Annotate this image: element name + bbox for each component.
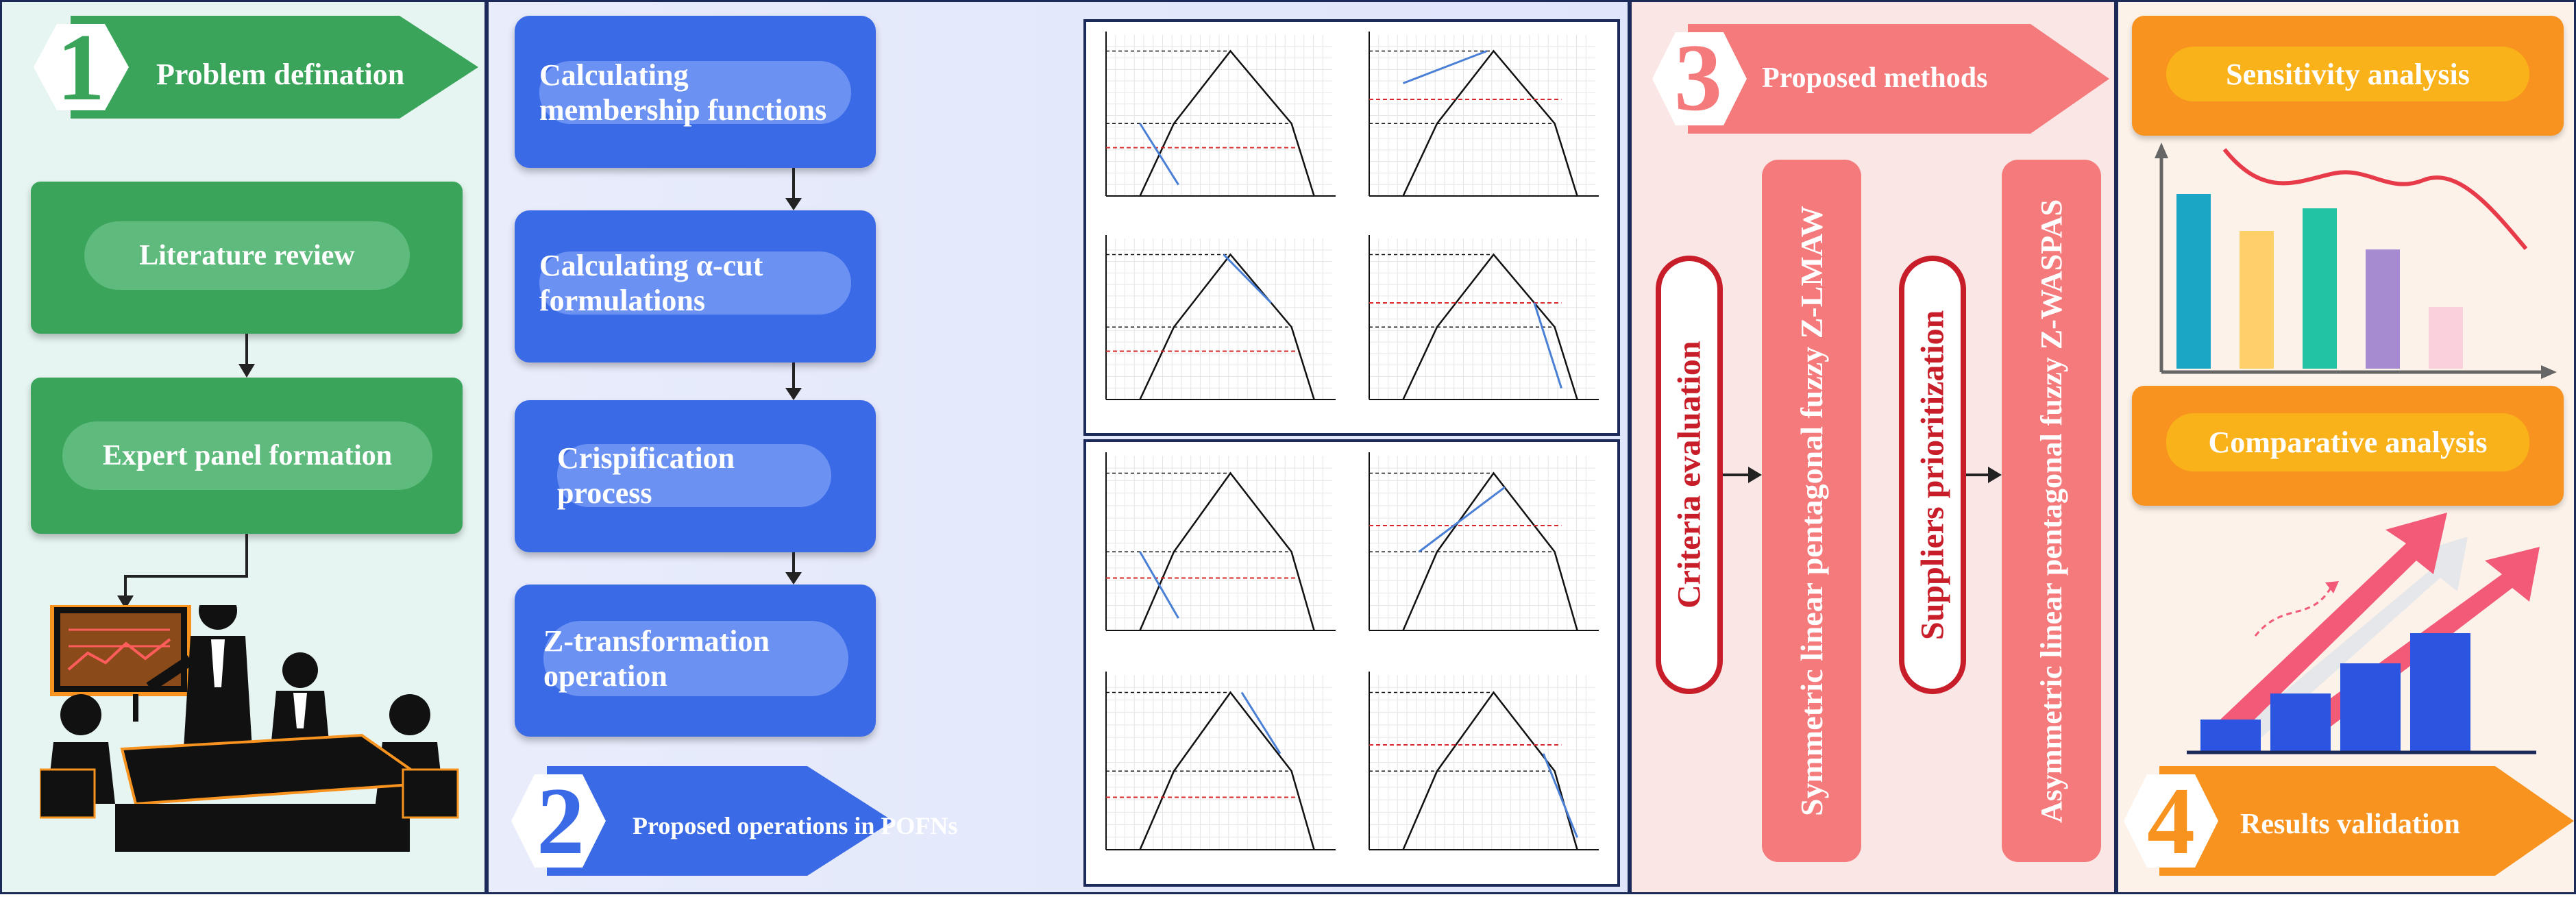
meeting-illustration <box>40 605 459 852</box>
sensitivity-bar <box>2429 307 2463 369</box>
stage-2-connectors <box>785 168 802 585</box>
expert-panel-label: Expert panel formation <box>62 421 432 490</box>
stage-2-title: Proposed operations in POFNs <box>633 812 958 839</box>
stage-3-connectors <box>1723 467 2002 483</box>
membership-plot <box>1369 672 1599 850</box>
growth-illustration <box>2187 513 2540 754</box>
membership-plot <box>1105 32 1336 197</box>
sensitivity-bar <box>2303 208 2337 369</box>
growth-bar <box>2270 693 2331 751</box>
z-lmaw-box: Symmetric linear pentagonal fuzzy Z-LMAW <box>1762 160 1861 862</box>
stage-3-number: 3 <box>1674 24 1722 131</box>
stage-1-panel: 1 Problem defination Literature review E… <box>0 0 487 894</box>
membership-charts-top <box>1083 19 1620 436</box>
step-membership-label: Calculating membership functions <box>539 58 851 127</box>
step-crispification-label: Crispification process <box>557 441 831 510</box>
sensitivity-bar <box>2366 249 2400 369</box>
sensitivity-analysis-label: Sensitivity analysis <box>2166 47 2529 101</box>
growth-bar <box>2200 720 2261 751</box>
stage-4-number: 4 <box>2147 767 2195 874</box>
membership-plot <box>1105 672 1336 850</box>
criteria-evaluation-capsule: Criteria evaluation <box>1656 256 1723 694</box>
stage-1-title: Problem defination <box>156 58 405 91</box>
sensitivity-bar <box>2176 194 2211 369</box>
stage-3-title: Proposed methods <box>1762 62 1988 94</box>
membership-plot <box>1369 452 1599 631</box>
stage-4-title: Results validation <box>2240 809 2460 840</box>
stage-4-panel: Sensitivity analysis Comparative analysi… <box>2116 0 2576 894</box>
stage-3-header-arrow <box>1652 24 2109 134</box>
growth-bar <box>2340 663 2401 751</box>
stage-2-panel: Calculating membership functions Calcula… <box>487 0 1630 894</box>
sensitivity-bar <box>2240 231 2274 369</box>
membership-plot <box>1105 235 1336 400</box>
stage-2-header-arrow <box>511 766 893 876</box>
step-alphacut-label: Calculating α-cut formulations <box>539 249 851 317</box>
comparative-analysis-label: Comparative analysis <box>2166 413 2529 471</box>
stage-3-panel: 3 Proposed methods Criteria evaluation S… <box>1630 0 2116 894</box>
stage-1-number: 1 <box>57 14 105 121</box>
stage-4-header-arrow <box>2124 766 2574 876</box>
stage-2-number: 2 <box>537 767 585 874</box>
stage-1-connectors <box>117 334 255 609</box>
membership-plot <box>1369 32 1599 197</box>
sensitivity-bar-chart <box>2155 143 2557 379</box>
step-ztransform-label: Z-transformation operation <box>543 621 848 696</box>
growth-bar <box>2410 633 2470 751</box>
pentagonal-membership-plots <box>1105 32 1599 850</box>
stage-1-header-arrow <box>34 16 478 119</box>
z-waspas-box: Asymmetric linear pentagonal fuzzy Z-WAS… <box>2002 160 2101 862</box>
membership-plot <box>1369 235 1599 400</box>
membership-plot <box>1105 452 1336 631</box>
suppliers-prioritization-capsule: Suppliers prioritization <box>1899 256 1966 694</box>
literature-review-label: Literature review <box>84 221 410 290</box>
